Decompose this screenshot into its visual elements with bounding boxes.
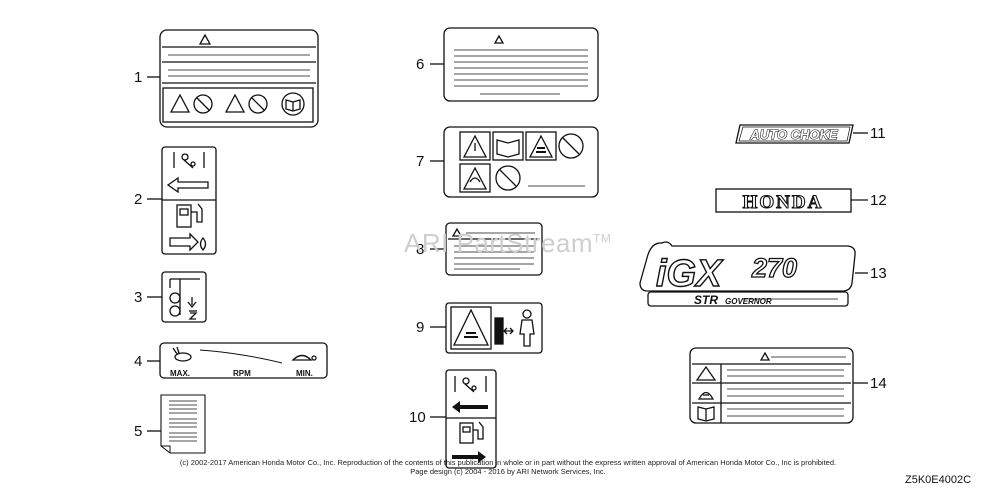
warning-triangle-icon bbox=[459, 131, 491, 161]
throttle-rpm-label: RPM bbox=[233, 369, 251, 378]
callout-4: 4 bbox=[134, 353, 142, 370]
callout-6: 6 bbox=[416, 56, 424, 73]
label-part-10[interactable] bbox=[445, 369, 497, 469]
no-symbol-icon bbox=[495, 165, 521, 191]
auto-choke-decal-text: AUTO CHOKE bbox=[749, 127, 837, 142]
callout-5: 5 bbox=[134, 423, 142, 440]
watermark-tm: TM bbox=[593, 231, 612, 246]
warning-triangle-icon bbox=[695, 365, 717, 381]
arrow-icon bbox=[452, 451, 486, 463]
callout-9: 9 bbox=[416, 319, 424, 336]
igx-brand-text: iGX bbox=[656, 253, 724, 295]
label-part-6[interactable] bbox=[443, 27, 599, 102]
arrow-icon bbox=[169, 232, 199, 252]
hot-surface-icon bbox=[525, 131, 557, 161]
honda-decal-text: HONDA bbox=[743, 192, 824, 213]
label-part-13[interactable] bbox=[639, 241, 856, 307]
arrow-icon bbox=[166, 176, 209, 194]
warning-triangle-icon bbox=[169, 93, 191, 113]
choke-lever-icon bbox=[454, 376, 487, 393]
manual-book-icon bbox=[492, 131, 524, 161]
turtle-icon bbox=[291, 354, 317, 361]
label-part-2[interactable] bbox=[161, 146, 217, 255]
warning-triangle-icon bbox=[459, 163, 491, 193]
manual-book-icon bbox=[281, 92, 305, 116]
label-part-7[interactable] bbox=[443, 126, 599, 198]
label-part-5[interactable] bbox=[160, 394, 206, 454]
person-icon bbox=[519, 309, 535, 347]
callout-10: 10 bbox=[409, 409, 426, 426]
callout-8: 8 bbox=[416, 241, 424, 258]
label-part-1[interactable] bbox=[159, 29, 319, 128]
callout-7: 7 bbox=[416, 153, 424, 170]
label-part-3[interactable] bbox=[161, 271, 207, 323]
throttle-min-label: MIN. bbox=[296, 369, 313, 378]
callout-2: 2 bbox=[134, 191, 142, 208]
choke-lever-icon bbox=[173, 152, 205, 169]
no-symbol-icon bbox=[558, 133, 584, 159]
fuel-pump-icon bbox=[176, 203, 203, 228]
str-text: STR bbox=[694, 293, 718, 307]
warning-triangle-icon bbox=[759, 351, 771, 361]
arrow-icon bbox=[452, 401, 488, 413]
warning-triangle-icon bbox=[493, 34, 505, 44]
watermark-text: ARI PartStream bbox=[404, 228, 594, 258]
label-part-11[interactable] bbox=[735, 124, 854, 144]
warning-triangle-icon bbox=[452, 308, 490, 346]
manual-book-icon bbox=[697, 406, 715, 422]
label-part-9[interactable] bbox=[445, 302, 543, 354]
copyright-notice: (c) 2002-2017 American Honda Motor Co., … bbox=[148, 458, 868, 476]
governor-text: GOVERNOR bbox=[725, 297, 772, 306]
fuel-pump-icon bbox=[459, 421, 484, 444]
rabbit-icon bbox=[172, 346, 192, 362]
callout-11: 11 bbox=[870, 125, 886, 142]
hot-surface-icon bbox=[697, 391, 715, 400]
callout-12: 12 bbox=[870, 192, 887, 209]
callout-14: 14 bbox=[870, 375, 887, 392]
callout-1: 1 bbox=[134, 69, 142, 86]
watermark: ARI PartStreamTM bbox=[404, 228, 611, 259]
throttle-max-label: MAX. bbox=[170, 369, 190, 378]
label-part-14[interactable] bbox=[689, 347, 854, 424]
callout-13: 13 bbox=[870, 265, 887, 282]
warning-triangle-icon bbox=[451, 227, 463, 237]
copyright-line-1: (c) 2002-2017 American Honda Motor Co., … bbox=[179, 458, 837, 467]
igx-model-text: 270 bbox=[751, 253, 797, 283]
callout-3: 3 bbox=[134, 289, 142, 306]
copyright-line-2: Page design (c) 2004 - 2016 by ARI Netwo… bbox=[410, 467, 606, 476]
no-symbol-icon bbox=[193, 94, 213, 114]
warning-triangle-icon bbox=[198, 33, 212, 45]
diagram-code: Z5K0E4002C bbox=[905, 474, 972, 486]
warning-triangle-icon bbox=[224, 93, 246, 113]
no-symbol-icon bbox=[248, 94, 268, 114]
